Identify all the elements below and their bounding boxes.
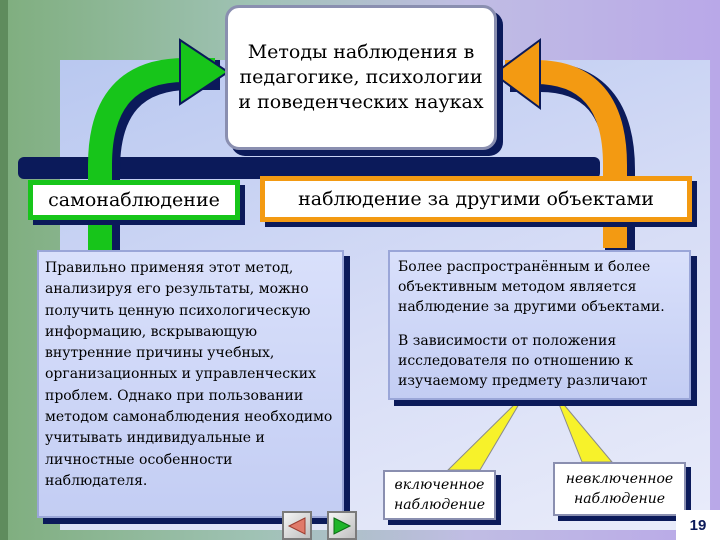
self-observation-description: Правильно применяя этот метод, анализиру… — [37, 250, 344, 518]
others-description-para2: В зависимости от положения исследователя… — [398, 333, 648, 389]
connector-bar — [18, 157, 600, 179]
orange-curved-arrow — [492, 38, 635, 253]
others-observation-description: Более распространённым и более объективн… — [388, 250, 691, 400]
page-number: 19 — [676, 510, 720, 540]
not-included-observation-box: невключенное наблюдение — [553, 462, 686, 516]
green-curved-arrow — [88, 38, 230, 255]
left-stripe — [0, 0, 8, 540]
callout-pointer-not-included — [554, 393, 614, 463]
branch-self-observation: самонаблюдение — [28, 180, 240, 220]
callout-pointer-included — [446, 393, 526, 471]
triangle-left-icon — [287, 516, 306, 535]
prev-slide-button[interactable] — [282, 511, 312, 540]
next-slide-button[interactable] — [327, 511, 357, 540]
included-observation-box: включенное наблюдение — [383, 470, 496, 520]
triangle-right-icon — [333, 516, 352, 535]
branch-observation-others: наблюдение за другими объектами — [260, 176, 692, 222]
diagram-title: Методы наблюдения в педагогике, психолог… — [225, 5, 497, 150]
others-description-para1: Более распространённым и более объективн… — [398, 259, 665, 315]
